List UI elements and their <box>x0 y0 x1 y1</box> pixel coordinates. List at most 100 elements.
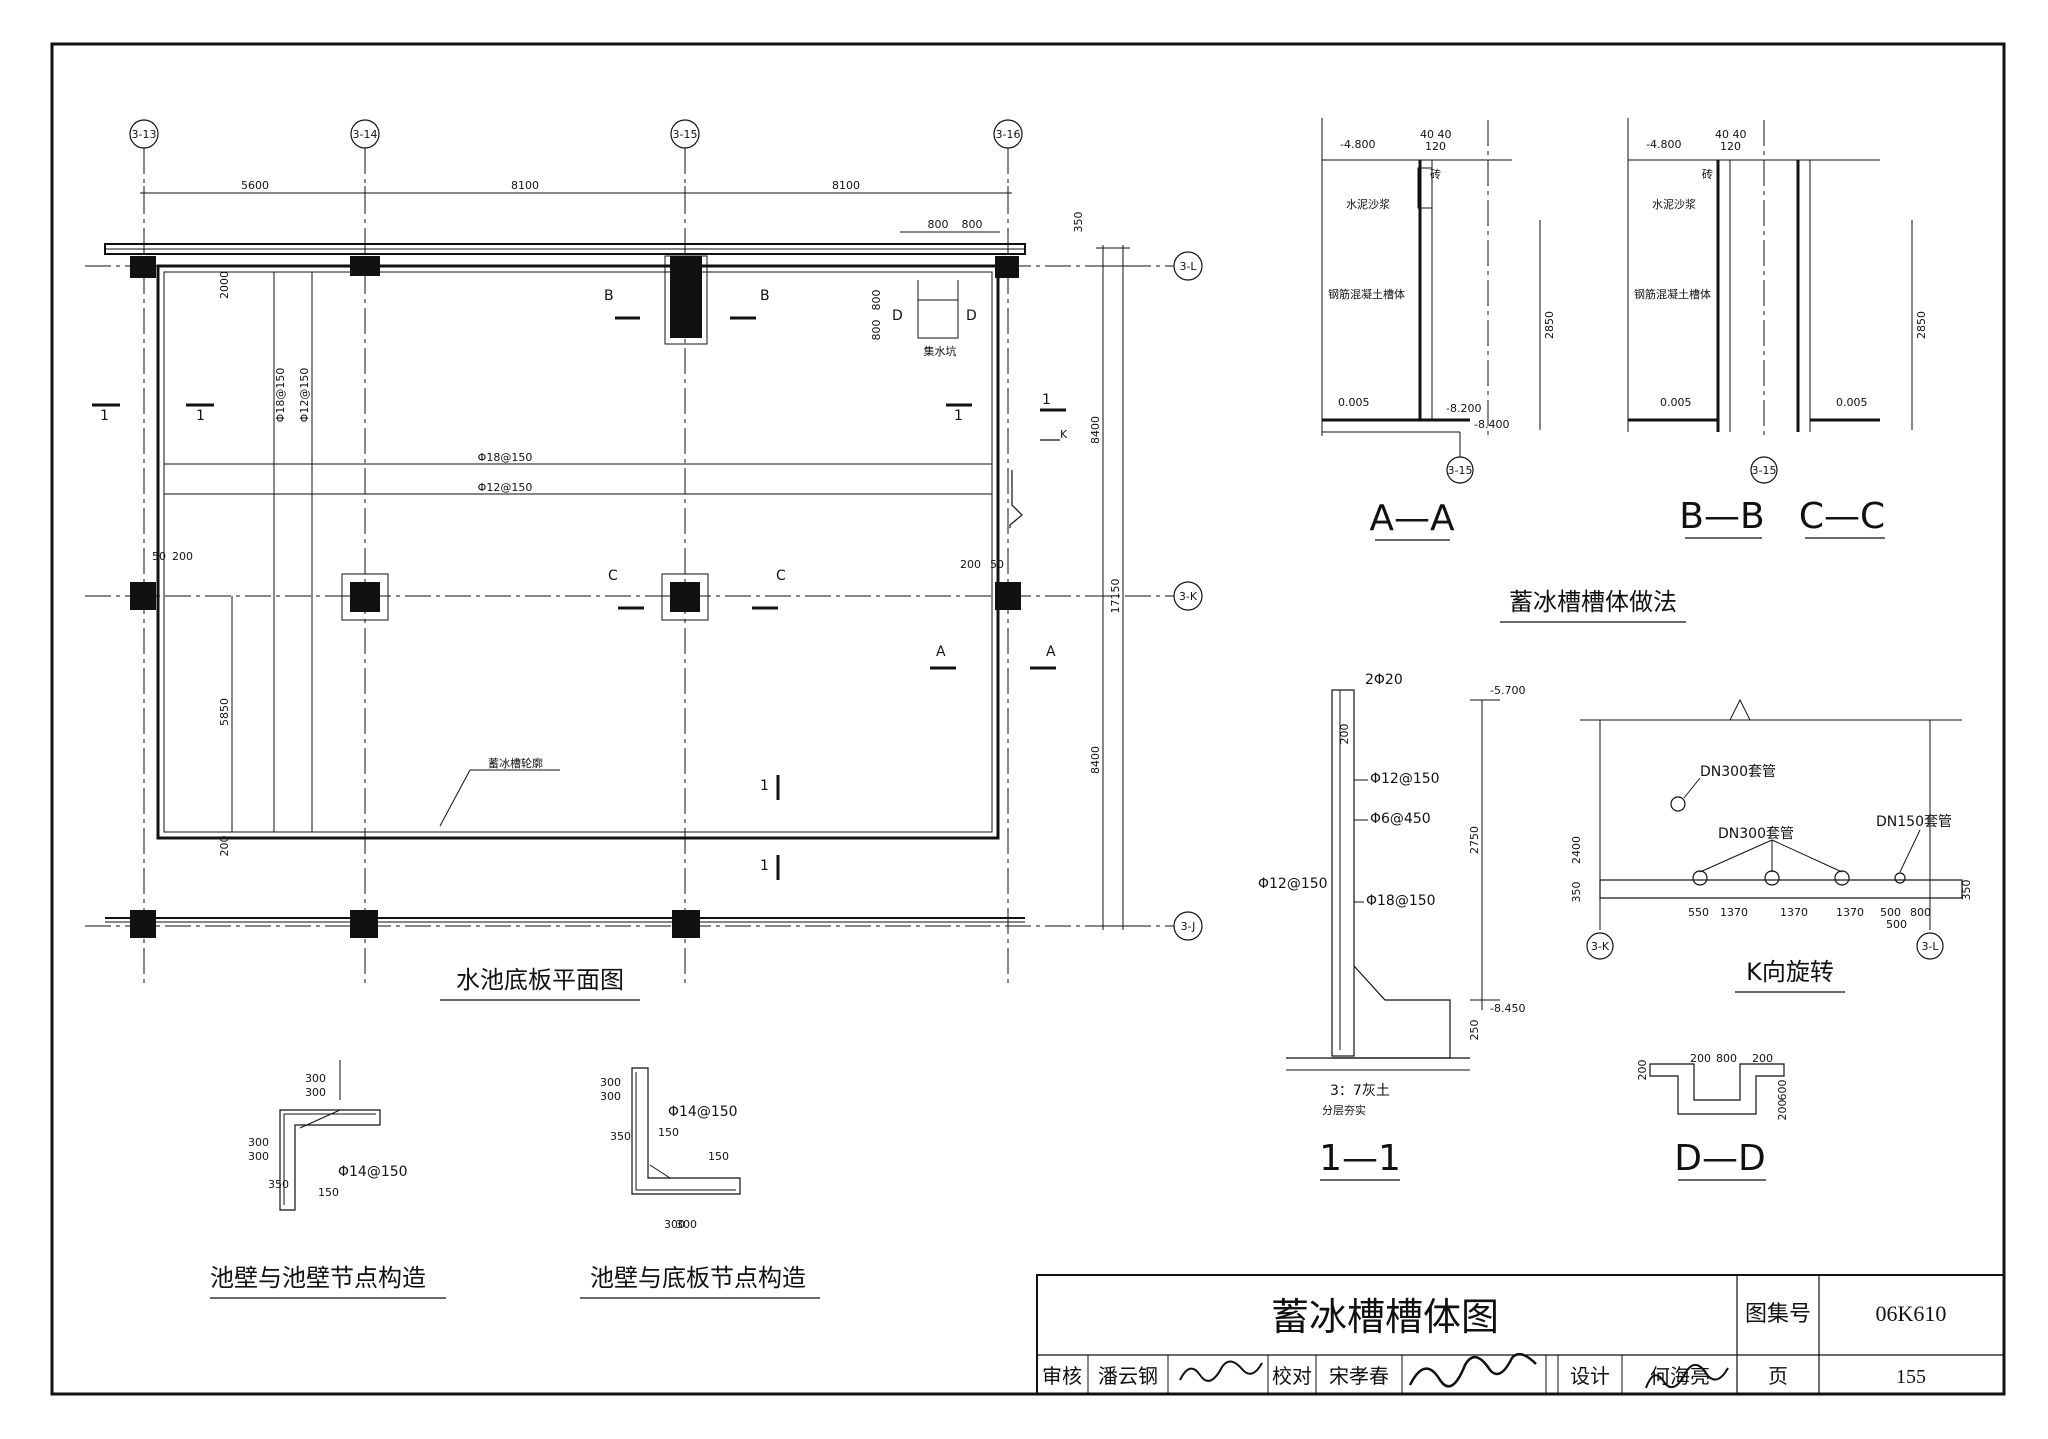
svg-text:Φ6@450: Φ6@450 <box>1370 811 1431 827</box>
svg-text:250: 250 <box>1468 1020 1481 1041</box>
svg-text:300: 300 <box>305 1086 326 1099</box>
svg-text:3-14: 3-14 <box>353 128 378 141</box>
svg-text:3-15: 3-15 <box>1752 464 1777 477</box>
svg-text:Φ18@150: Φ18@150 <box>274 368 287 423</box>
svg-text:1: 1 <box>196 408 205 424</box>
svg-text:Φ18@150: Φ18@150 <box>1366 893 1436 909</box>
section-dd: 200 800 200 200 600 200 D—D <box>1636 1052 1789 1181</box>
svg-text:50: 50 <box>990 558 1004 571</box>
svg-text:3-15: 3-15 <box>673 128 698 141</box>
svg-text:分层夯实: 分层夯实 <box>1322 1103 1366 1117</box>
svg-text:2850: 2850 <box>1915 311 1928 339</box>
axis-bubble-3-14: 3-14 <box>350 119 380 149</box>
svg-text:Φ12@150: Φ12@150 <box>1258 876 1328 892</box>
svg-text:Φ12@150: Φ12@150 <box>298 368 311 423</box>
tank-outline <box>156 264 1000 840</box>
svg-text:200: 200 <box>1338 724 1351 745</box>
svg-text:2Φ20: 2Φ20 <box>1365 672 1403 688</box>
svg-text:Φ14@150: Φ14@150 <box>338 1164 408 1180</box>
svg-text:800: 800 <box>928 218 949 231</box>
svg-text:350: 350 <box>610 1130 631 1143</box>
svg-text:550: 550 <box>1688 906 1709 919</box>
svg-text:A: A <box>1046 644 1056 660</box>
designer-signature <box>1645 1364 1729 1389</box>
svg-text:1370: 1370 <box>1780 906 1808 919</box>
svg-text:宋孝春: 宋孝春 <box>1329 1365 1389 1388</box>
svg-text:Φ12@150: Φ12@150 <box>1370 771 1440 787</box>
axis-bubble-3-13: 3-13 <box>129 119 159 149</box>
svg-text:200: 200 <box>1752 1052 1773 1065</box>
svg-text:C: C <box>776 568 786 584</box>
svg-text:B: B <box>760 288 770 304</box>
svg-text:D: D <box>892 308 903 324</box>
node-wall-slab-label: 池壁与底板节点构造 <box>590 1264 806 1292</box>
svg-text:800: 800 <box>870 320 883 341</box>
svg-text:砖: 砖 <box>1430 167 1441 181</box>
svg-text:350: 350 <box>1072 212 1085 233</box>
svg-text:砖: 砖 <box>1702 167 1713 181</box>
svg-text:0.005: 0.005 <box>1660 396 1692 409</box>
svg-text:审核: 审核 <box>1042 1365 1082 1388</box>
svg-text:钢筋混凝土槽体: 钢筋混凝土槽体 <box>1328 287 1405 301</box>
svg-text:5600: 5600 <box>241 179 269 192</box>
checker-signature <box>1408 1352 1537 1388</box>
svg-text:800: 800 <box>962 218 983 231</box>
svg-text:200: 200 <box>172 550 193 563</box>
svg-text:Φ14@150: Φ14@150 <box>668 1104 738 1120</box>
axis-bubble-3-L: 3-L <box>1173 251 1203 281</box>
svg-text:3-K: 3-K <box>1179 590 1198 603</box>
sump-pit-label: 集水坑 <box>924 344 957 358</box>
svg-text:3-J: 3-J <box>1181 920 1196 933</box>
svg-text:8100: 8100 <box>511 179 539 192</box>
title-block: 蓄冰槽槽体图 图集号 06K610 审核 潘云钢 校对 宋孝春 设计 何海亮 页… <box>1036 1274 2005 1395</box>
svg-text:1: 1 <box>760 858 769 874</box>
svg-text:300: 300 <box>664 1218 685 1231</box>
svg-text:200: 200 <box>1636 1060 1649 1081</box>
svg-text:40 40: 40 40 <box>1715 128 1747 141</box>
svg-text:150: 150 <box>318 1186 339 1199</box>
section-cc-label: C—C <box>1799 496 1885 537</box>
reviewer-signature <box>1179 1360 1263 1382</box>
svg-text:300: 300 <box>248 1136 269 1149</box>
svg-text:350: 350 <box>268 1178 289 1191</box>
section-views: -4.800 40 40 120 砖 水泥沙浆 钢筋混凝土槽体 0.005 -8… <box>1321 118 1928 623</box>
section-aa-label: A—A <box>1369 498 1455 539</box>
section-aa: -4.800 40 40 120 砖 水泥沙浆 钢筋混凝土槽体 0.005 -8… <box>1321 118 1556 541</box>
axis-bubble-3-K: 3-K <box>1173 581 1203 611</box>
svg-text:钢筋混凝土槽体: 钢筋混凝土槽体 <box>1634 287 1711 301</box>
svg-text:200: 200 <box>960 558 981 571</box>
svg-text:1370: 1370 <box>1720 906 1748 919</box>
svg-text:40 40: 40 40 <box>1420 128 1452 141</box>
sections-title: 蓄冰槽槽体做法 <box>1509 588 1677 616</box>
node-wall-wall: 300 300 300 300 350 150 Φ14@150 池壁与池壁节点构… <box>210 1060 446 1299</box>
svg-text:350: 350 <box>1570 882 1583 903</box>
node-wall-wall-label: 池壁与池壁节点构造 <box>210 1264 426 1292</box>
svg-text:-5.700: -5.700 <box>1490 684 1525 697</box>
svg-text:-8.400: -8.400 <box>1474 418 1509 431</box>
main-plan: 3-13 3-14 3-15 3-16 5600 8100 8100 <box>85 119 1203 1001</box>
svg-text:1: 1 <box>100 408 109 424</box>
svg-text:B: B <box>604 288 614 304</box>
svg-text:潘云钢: 潘云钢 <box>1098 1365 1158 1388</box>
svg-text:DN300套管: DN300套管 <box>1700 764 1776 780</box>
svg-text:8400: 8400 <box>1089 416 1102 444</box>
svg-text:-4.800: -4.800 <box>1646 138 1681 151</box>
svg-text:200: 200 <box>1776 1100 1789 1121</box>
svg-text:300: 300 <box>248 1150 269 1163</box>
svg-text:800: 800 <box>1716 1052 1737 1065</box>
svg-text:120: 120 <box>1720 140 1741 153</box>
svg-text:Φ18@150: Φ18@150 <box>478 451 533 464</box>
svg-text:350: 350 <box>1960 880 1973 901</box>
svg-text:Φ12@150: Φ12@150 <box>478 481 533 494</box>
svg-text:水泥沙浆: 水泥沙浆 <box>1652 197 1696 211</box>
svg-text:页: 页 <box>1768 1366 1788 1388</box>
svg-text:8100: 8100 <box>832 179 860 192</box>
axis-bubble-3-15: 3-15 <box>670 119 700 149</box>
section-dd-label: D—D <box>1674 1138 1765 1179</box>
svg-text:2000: 2000 <box>218 271 231 299</box>
k-view: DN300套管 DN300套管 DN150套管 550 1370 1370 13… <box>1570 698 1973 993</box>
svg-text:DN150套管: DN150套管 <box>1876 814 1952 830</box>
atlas-number: 06K610 <box>1876 1301 1947 1326</box>
svg-text:A: A <box>936 644 946 660</box>
